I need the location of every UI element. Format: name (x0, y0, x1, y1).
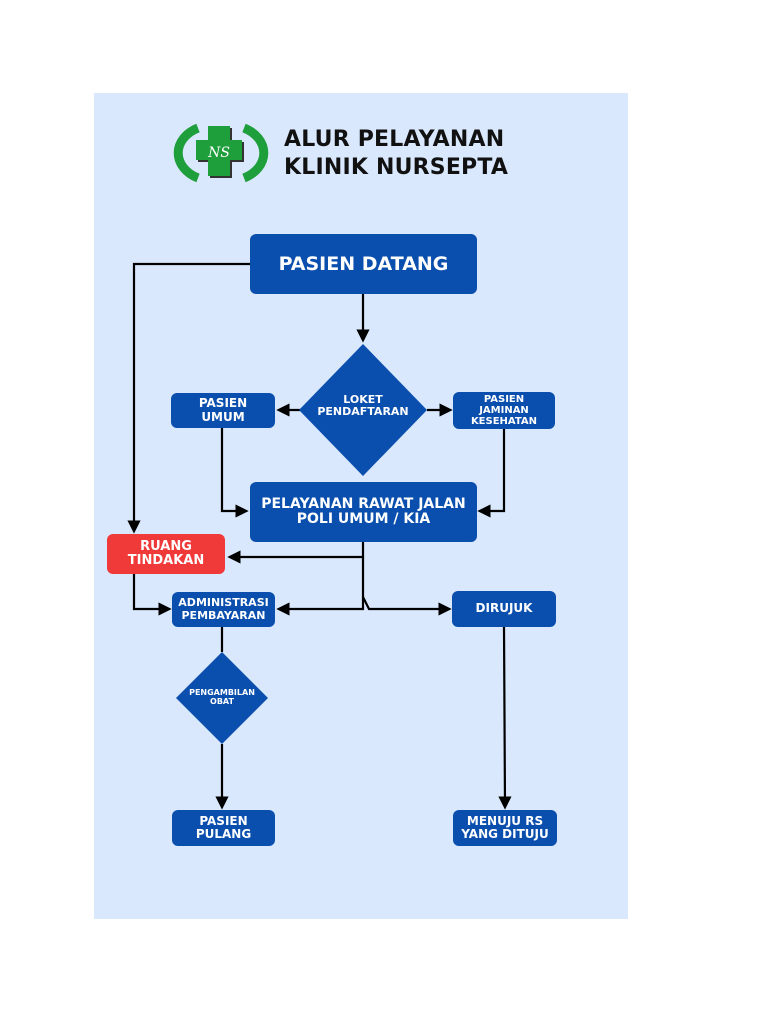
node-pasien-pulang: PASIEN PULANG (172, 810, 275, 846)
arrow-umum-to-rawat (220, 428, 249, 518)
node-pengambilan-obat-label: PENGAMBILAN OBAT (182, 688, 262, 707)
flow-arrows (127, 262, 512, 810)
arrow-rawat-to-administrasi (276, 557, 365, 616)
node-label-line: KESEHATAN (470, 416, 538, 427)
logo-text: NS (207, 145, 230, 161)
pengambilan-obat-diamond (176, 652, 268, 744)
loket-diamond (299, 344, 427, 476)
node-pasien-datang: PASIEN DATANG (250, 234, 477, 294)
title-line-2: KLINIK NURSEPTA (284, 155, 509, 180)
arrow-datang-to-tindakan (127, 262, 250, 534)
arrow-rawat-to-tindakan (227, 542, 365, 564)
arrow-rawat-to-dirujuk (362, 596, 452, 616)
node-label-line: OBAT (210, 696, 234, 706)
logo-icon: NS (173, 123, 269, 183)
node-label-line: TINDAKAN (127, 553, 205, 568)
page-title: ALUR PELAYANAN KLINIK NURSEPTA (284, 126, 508, 182)
node-label-line: PASIEN (198, 396, 248, 411)
node-pasien-umum: PASIEN UMUM (171, 393, 275, 428)
node-label-line: PULANG (195, 827, 252, 841)
node-pelayanan-rawat-jalan: PELAYANAN RAWAT JALAN POLI UMUM / KIA (250, 482, 477, 542)
node-loket-pendaftaran-label: LOKET PENDAFTARAN (303, 393, 423, 419)
node-label-line: UMUM (201, 409, 245, 424)
node-label-line: MENUJU RS (466, 813, 544, 828)
arrow-tindakan-to-administrasi (132, 574, 172, 616)
node-menuju-rs: MENUJU RS YANG DITUJU (453, 810, 557, 846)
node-label-line: RUANG (140, 538, 192, 554)
node-label: DIRUJUK (475, 601, 533, 616)
node-label-line: PENDAFTARAN (317, 405, 409, 419)
node-label-line: PASIEN (199, 813, 248, 828)
node-dirujuk: DIRUJUK (452, 591, 556, 627)
node-pasien-jaminan-kesehatan: PASIEN JAMINAN KESEHATAN (453, 392, 555, 429)
node-label-line: PENGAMBILAN (189, 688, 255, 697)
node-label-line: YANG DITUJU (461, 827, 549, 841)
node-label-line: PEMBAYARAN (181, 608, 266, 622)
node-label: PASIEN DATANG (278, 252, 449, 275)
arrow-jaminan-to-rawat (477, 429, 506, 518)
node-label-line: LOKET (343, 393, 383, 406)
node-administrasi-pembayaran: ADMINISTRASI PEMBAYARAN (172, 592, 275, 627)
node-label-line: PELAYANAN RAWAT JALAN (261, 495, 466, 512)
node-label-line: JAMINAN (479, 405, 529, 416)
node-label-line: PASIEN (483, 394, 525, 405)
node-label-line: ADMINISTRASI (178, 596, 269, 610)
node-ruang-tindakan: RUANG TINDAKAN (107, 534, 225, 574)
arrow-dirujuk-to-rs (498, 626, 512, 810)
node-label-line: POLI UMUM / KIA (296, 511, 431, 527)
title-line-1: ALUR PELAYANAN (284, 127, 505, 152)
